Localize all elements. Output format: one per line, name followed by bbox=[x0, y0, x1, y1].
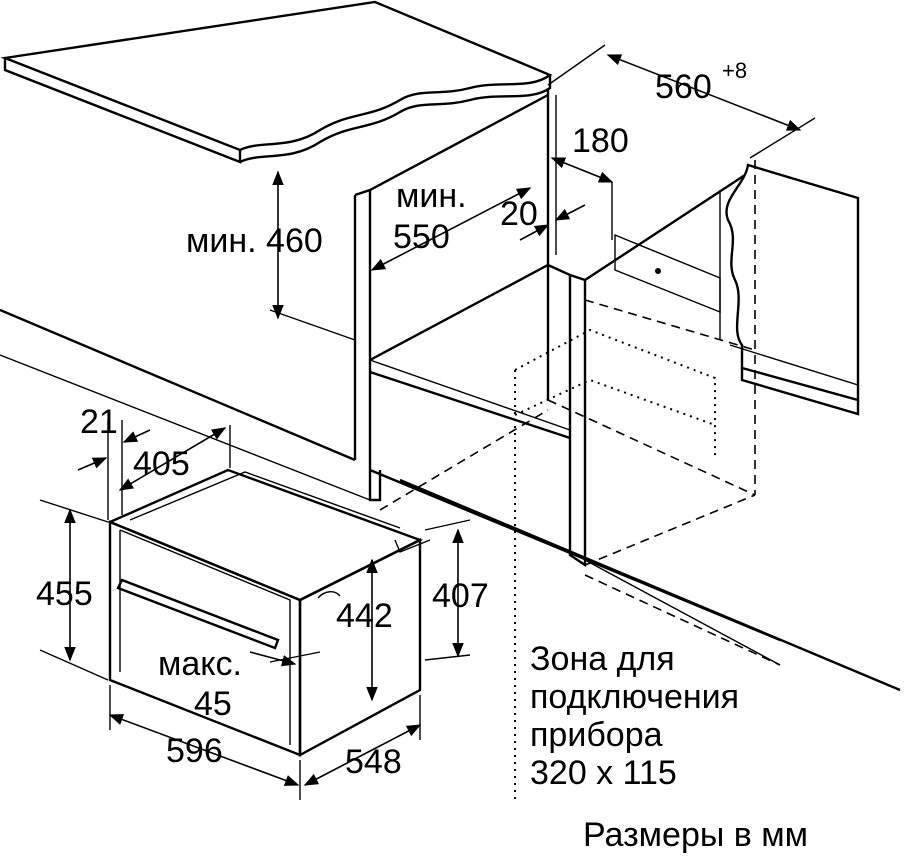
cabinet-structure bbox=[0, 90, 901, 800]
label-front-depth: 405 bbox=[133, 445, 190, 483]
label-zone-line3: прибора bbox=[530, 716, 663, 754]
label-max-value: 45 bbox=[194, 685, 232, 723]
oven-handle bbox=[116, 578, 280, 650]
label-oven-height: 455 bbox=[36, 575, 93, 613]
label-min-depth: 550 bbox=[393, 218, 450, 256]
dimension-lines bbox=[39, 44, 816, 800]
label-niche-width-tolerance: +8 bbox=[722, 58, 747, 83]
label-zone-line4: 320 x 115 bbox=[530, 754, 677, 792]
label-vent-opening: 180 bbox=[572, 122, 629, 160]
label-max-prefix: макс. bbox=[158, 645, 242, 683]
label-inner-height: 442 bbox=[336, 597, 393, 635]
label-oven-width: 596 bbox=[166, 732, 223, 770]
label-front-offset: 21 bbox=[80, 403, 118, 441]
label-min-prefix: мин. bbox=[396, 177, 467, 215]
label-units-note: Размеры в мм bbox=[583, 816, 808, 854]
label-min-height: мин. 460 bbox=[186, 222, 323, 260]
countertop-upper bbox=[0, 0, 553, 164]
label-side-height: 407 bbox=[432, 577, 489, 615]
label-niche-width: 560 bbox=[655, 68, 712, 106]
countertop-right bbox=[725, 163, 860, 416]
label-zone-line2: подключения bbox=[530, 678, 739, 716]
label-gap: 20 bbox=[500, 195, 538, 233]
label-zone-line1: Зона для bbox=[530, 640, 675, 678]
vent-opening-hatched bbox=[614, 233, 721, 314]
label-oven-depth: 548 bbox=[345, 743, 402, 781]
